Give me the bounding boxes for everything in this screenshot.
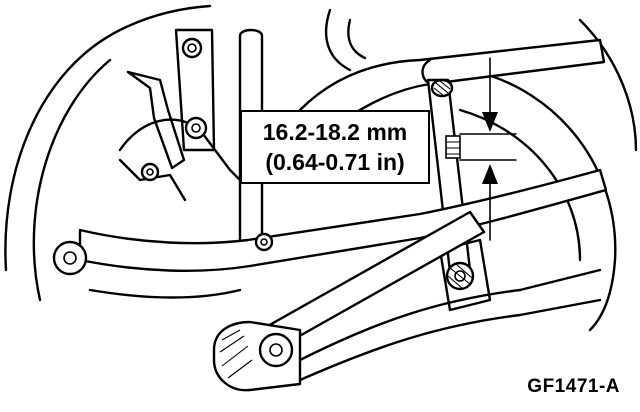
knuckle-outline	[118, 118, 252, 232]
bushing-icon	[212, 320, 302, 392]
rotor-arc	[468, 68, 617, 332]
bolt-icon	[140, 162, 160, 182]
bolt-icon	[254, 232, 274, 252]
stabilizer-link-upper	[126, 70, 186, 170]
backing-plate-arc-inner	[32, 58, 112, 302]
rotor-arc-outer	[578, 18, 638, 152]
bolt-icon	[184, 116, 208, 140]
measurement-arrow-icon	[459, 57, 517, 241]
lateral-link	[298, 268, 602, 362]
mount-bracket	[174, 28, 216, 152]
measurement-mm: 16.2-18.2 mm	[262, 119, 408, 145]
figure-id: GF1471-A	[527, 376, 620, 397]
sway-bar-curve-b	[347, 18, 367, 60]
backing-plate-arc	[4, 4, 212, 272]
sway-bar-curve	[324, 8, 352, 72]
rotor-arc-inner	[458, 108, 582, 262]
lower-control-arm	[78, 168, 608, 272]
bolt-icon	[181, 37, 203, 59]
bushing-icon	[430, 78, 454, 98]
measurement-callout: 16.2-18.2 mm (0.64-0.71 in)	[240, 110, 430, 184]
link-bracket	[438, 238, 492, 312]
bushing-icon	[445, 135, 461, 159]
lateral-link-b	[298, 298, 602, 382]
bolt-icon	[445, 261, 475, 291]
arm-lower-edge	[88, 288, 242, 299]
bolt-icon	[52, 240, 88, 276]
measurement-in: (0.64-0.71 in)	[265, 149, 405, 175]
